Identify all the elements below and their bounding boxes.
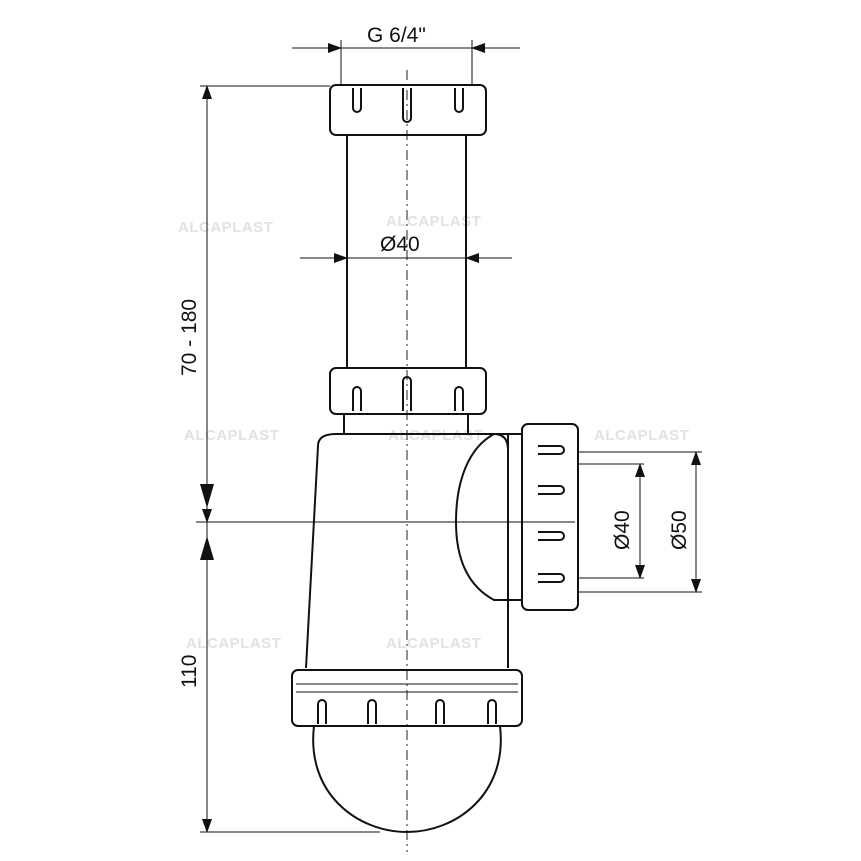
- bottom-cup: [312, 725, 502, 834]
- bottom-nut: [291, 669, 523, 727]
- watermark-1: ALCAPLAST: [178, 219, 273, 236]
- watermark-7: ALCAPLAST: [386, 635, 481, 652]
- thread-size-label: G 6/4": [367, 24, 426, 47]
- watermark-2: ALCAPLAST: [386, 213, 481, 230]
- vertical-tube: [346, 135, 467, 368]
- outlet-outer-diameter-label: Ø50: [668, 510, 691, 550]
- outlet-inner-diameter-label: Ø40: [611, 510, 634, 550]
- watermark-3: ALCAPLAST: [184, 427, 279, 444]
- dimension-lines: [202, 43, 701, 833]
- side-outlet: [507, 423, 579, 611]
- adjustable-height-label: 70 - 180: [178, 299, 201, 376]
- extension-lines: [200, 40, 702, 833]
- middle-nut: [329, 367, 487, 435]
- watermark-group: ALCAPLAST ALCAPLAST ALCAPLAST ALCAPLAST …: [178, 213, 689, 652]
- tube-diameter-label: Ø40: [380, 233, 420, 256]
- bottom-height-label: 110: [178, 655, 201, 688]
- watermark-6: ALCAPLAST: [186, 635, 281, 652]
- top-nut: [329, 84, 487, 136]
- watermark-5: ALCAPLAST: [594, 427, 689, 444]
- watermark-4: ALCAPLAST: [388, 427, 483, 444]
- siphon-body: [305, 433, 522, 669]
- center-arrows: [200, 484, 214, 560]
